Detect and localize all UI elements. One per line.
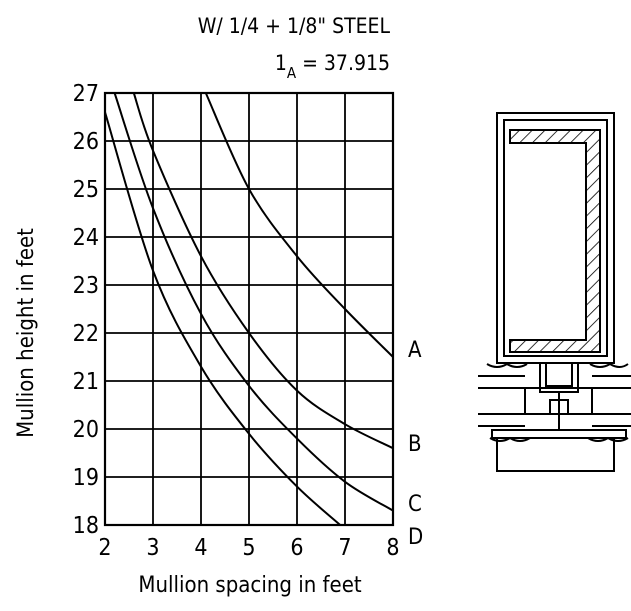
screw-head bbox=[549, 399, 569, 415]
chart-title-base: 1 bbox=[275, 51, 287, 75]
mullion-section-drawing bbox=[478, 112, 631, 472]
mullion-inner-tube bbox=[503, 119, 608, 357]
chart-title-rest: = 37.915 bbox=[296, 51, 390, 75]
x-tick-5: 5 bbox=[242, 535, 255, 561]
y-tick-26: 26 bbox=[73, 129, 99, 155]
chart-title-line2: 1A = 37.915 bbox=[275, 51, 390, 82]
y-tick-20: 20 bbox=[73, 417, 99, 443]
y-tick-labels: 18 19 20 21 22 23 24 25 26 27 bbox=[73, 81, 99, 539]
y-tick-24: 24 bbox=[73, 225, 99, 251]
series-line-C bbox=[113, 92, 394, 512]
x-tick-3: 3 bbox=[146, 535, 159, 561]
steel-reinforcement-channel bbox=[509, 129, 601, 353]
series-labels: A B CD bbox=[408, 338, 423, 550]
x-tick-6: 6 bbox=[290, 535, 303, 561]
chart-title-line1: W/ 1/4 + 1/8" STEEL bbox=[198, 14, 391, 38]
y-tick-21: 21 bbox=[73, 369, 99, 395]
series-line-A bbox=[204, 92, 394, 358]
series-line-B bbox=[132, 92, 394, 450]
y-axis-label: Mullion height in feet bbox=[14, 228, 39, 438]
x-tick-8: 8 bbox=[386, 535, 399, 561]
series-lines bbox=[104, 92, 394, 526]
y-tick-22: 22 bbox=[73, 321, 99, 347]
y-tick-23: 23 bbox=[73, 273, 99, 299]
series-label-A: A bbox=[408, 338, 422, 363]
x-axis-label: Mullion spacing in feet bbox=[138, 573, 362, 598]
pressure-plate bbox=[491, 429, 627, 439]
y-tick-18: 18 bbox=[73, 513, 99, 539]
gasket-right-top bbox=[589, 362, 629, 368]
glazing-pocket-inner bbox=[545, 363, 573, 387]
x-tick-4: 4 bbox=[194, 535, 207, 561]
x-tick-2: 2 bbox=[98, 535, 111, 561]
mullion-outer-tube bbox=[496, 112, 615, 364]
face-cap bbox=[496, 437, 615, 472]
grid bbox=[103, 91, 395, 527]
chart-title-subscript: A bbox=[287, 64, 297, 82]
series-label-B: B bbox=[408, 432, 422, 457]
y-tick-25: 25 bbox=[73, 177, 99, 203]
x-tick-7: 7 bbox=[338, 535, 351, 561]
y-tick-27: 27 bbox=[73, 81, 99, 107]
gasket-left-top bbox=[486, 362, 528, 368]
series-label-C: C bbox=[408, 492, 422, 517]
series-line-D bbox=[104, 111, 341, 526]
y-tick-19: 19 bbox=[73, 465, 99, 491]
x-tick-labels: 2 3 4 5 6 7 8 bbox=[98, 535, 399, 561]
series-label-D: D bbox=[408, 525, 423, 550]
